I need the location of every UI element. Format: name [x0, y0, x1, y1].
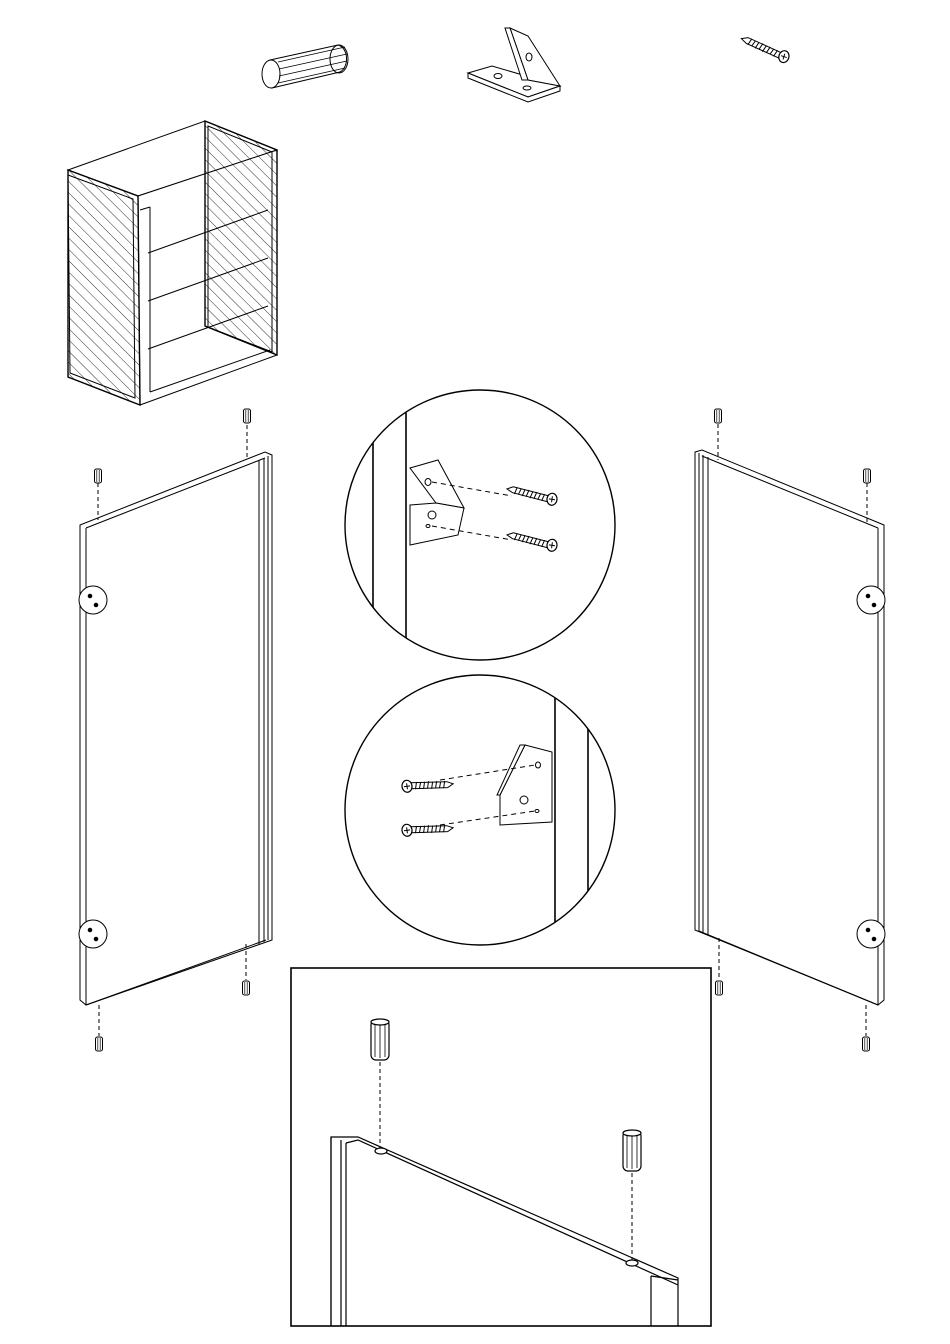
- dowel-icon: [244, 409, 251, 423]
- dowel-icon: [864, 469, 871, 483]
- dowel-icon: [863, 1037, 870, 1051]
- left-side-panel: [79, 425, 272, 1036]
- dowel-icon: [716, 981, 723, 995]
- dowel-insertion-detail: [291, 968, 711, 1330]
- top-bracket-detail: [345, 390, 615, 660]
- angle-bracket-icon: [468, 28, 560, 102]
- screw-icon: [506, 486, 558, 506]
- dowel-icon: [371, 1019, 389, 1060]
- dowel-icon: [95, 469, 102, 483]
- screw-icon: [738, 36, 791, 64]
- magnifier-circle-icon: [345, 390, 615, 660]
- dowel-icon: [262, 45, 348, 88]
- magnifier-circle-icon: [345, 675, 615, 945]
- dowel-icon: [243, 981, 250, 995]
- screw-icon: [506, 532, 558, 552]
- cabinet-overview-drawing: [68, 121, 277, 405]
- dowel-icon: [96, 1037, 103, 1051]
- screw-icon: [401, 774, 453, 794]
- right-side-panel: [695, 424, 885, 1036]
- screw-icon: [401, 818, 453, 838]
- dowel-icon: [715, 409, 722, 423]
- bottom-bracket-detail: [345, 675, 615, 945]
- dowel-icon: [623, 1130, 641, 1171]
